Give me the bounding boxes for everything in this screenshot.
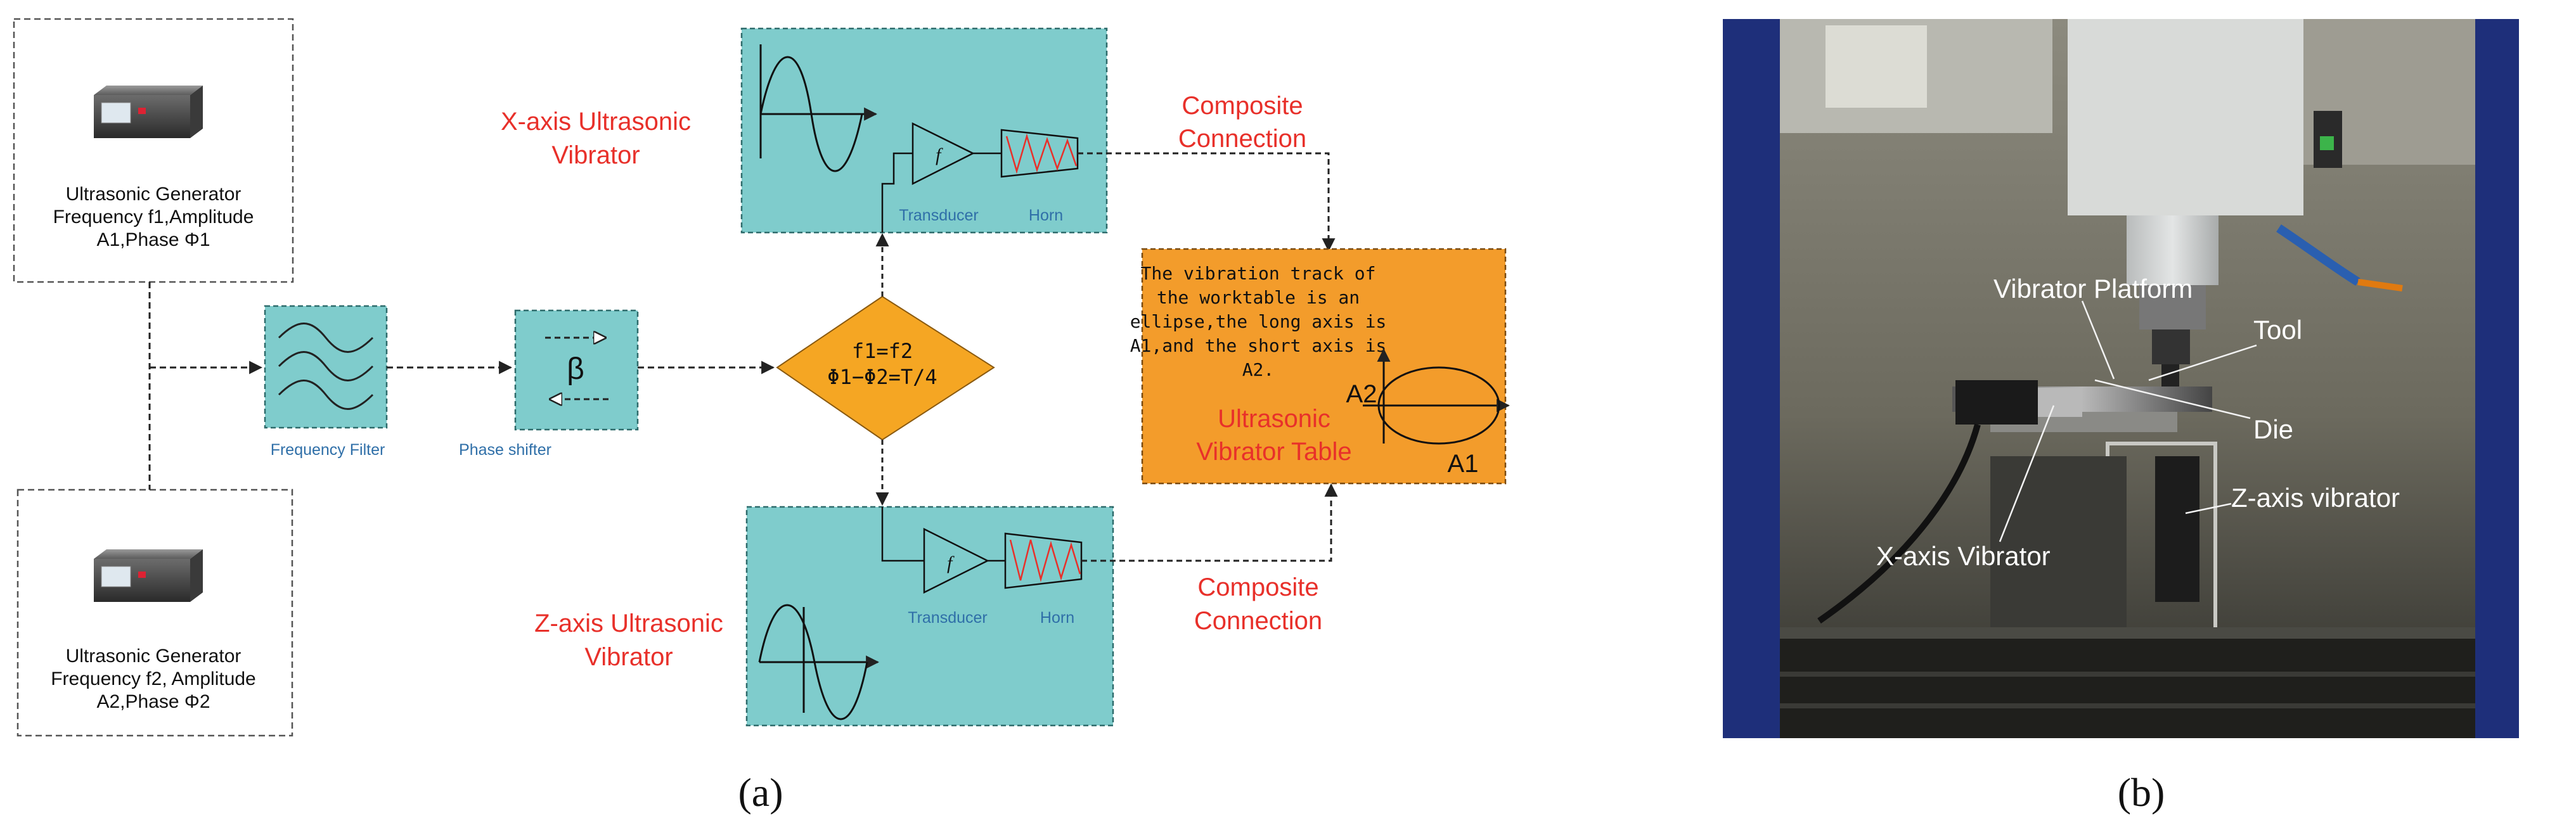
phase-condition-diamond: f1=f2 Φ1−Φ2=T/4 bbox=[776, 295, 995, 441]
label-tool: Tool bbox=[2253, 315, 2302, 345]
z-axis-vibrator: f Transducer Horn Z-axis Ultrasonic Vibr… bbox=[534, 506, 1114, 727]
condition-line-2: Φ1−Φ2=T/4 bbox=[827, 365, 937, 389]
composite-top-line-1: Composite bbox=[1182, 92, 1303, 120]
table-desc-line-3: ellipse,the long axis is bbox=[1130, 311, 1387, 332]
table-title-line-1: Ultrasonic bbox=[1218, 405, 1330, 433]
sine-wave-icon bbox=[758, 604, 880, 720]
frequency-filter-label: Frequency Filter bbox=[271, 441, 385, 459]
composite-bottom-line-2: Connection bbox=[1194, 607, 1322, 635]
horn-icon bbox=[1000, 129, 1079, 178]
x-vibrator-title-line-1: X-axis Ultrasonic bbox=[501, 108, 691, 136]
condition-line-1: f1=f2 bbox=[852, 339, 913, 363]
generator-2-device-icon bbox=[94, 549, 203, 602]
label-die: Die bbox=[2253, 414, 2293, 444]
generator-2: Ultrasonic Generator Frequency f2, Ampli… bbox=[16, 489, 293, 737]
phase-shifter-label: Phase shifter bbox=[459, 441, 551, 459]
panel-b: Vibrator Platform Tool Die Z-axis vibrat… bbox=[1723, 19, 2519, 815]
table-desc-line-5: A2. bbox=[1242, 359, 1275, 380]
generator-2-line-2: Frequency f2, Amplitude bbox=[51, 668, 256, 689]
panel-a: Ultrasonic Generator Frequency f1,Amplit… bbox=[13, 18, 1510, 815]
photo-leader-lines bbox=[1999, 300, 2257, 542]
z-vibrator-title-line-1: Z-axis Ultrasonic bbox=[534, 610, 723, 637]
generator-1-device-icon bbox=[94, 86, 203, 138]
z-vibrator-title-line-2: Vibrator bbox=[584, 643, 673, 671]
transducer-amplifier-icon: f bbox=[911, 122, 975, 186]
wave-icon bbox=[278, 323, 374, 410]
generator-1-line-2: Frequency f1,Amplitude bbox=[53, 207, 254, 227]
panel-a-caption: (a) bbox=[738, 770, 783, 815]
axis-a2-label: A2 bbox=[1346, 380, 1377, 408]
x-axis-vibrator: f Transducer Horn X-axis Ultrasonic Vibr… bbox=[501, 27, 1108, 234]
table-desc-line-1: The vibration track of bbox=[1141, 263, 1376, 284]
panel-b-caption: (b) bbox=[2118, 770, 2165, 815]
x-vibrator-title-line-2: Vibrator bbox=[551, 141, 640, 169]
horn-icon bbox=[1004, 532, 1083, 589]
generator-1-line-3: A1,Phase Φ1 bbox=[96, 229, 210, 250]
table-desc-line-4: A1,and the short axis is bbox=[1130, 335, 1387, 356]
label-z-axis-vibrator: Z-axis vibrator bbox=[2231, 483, 2400, 513]
z-transducer-label: Transducer bbox=[908, 609, 988, 627]
label-vibrator-platform: Vibrator Platform bbox=[1993, 274, 2193, 303]
ultrasonic-vibrator-table: The vibration track of the worktable is … bbox=[1130, 248, 1510, 485]
frequency-filter: Frequency Filter bbox=[264, 305, 388, 459]
phase-shifter: β Phase shifter bbox=[459, 309, 639, 459]
composite-top-line-2: Connection bbox=[1178, 125, 1306, 153]
composite-top-line bbox=[1078, 152, 1336, 252]
composite-bottom-line-1: Composite bbox=[1197, 573, 1318, 601]
x-transducer-label: Transducer bbox=[899, 207, 979, 224]
composite-bottom-line bbox=[1081, 483, 1338, 562]
machine-photo bbox=[1723, 19, 2519, 738]
generator-2-line-3: A2,Phase Φ2 bbox=[96, 691, 210, 712]
label-x-axis-vibrator: X-axis Vibrator bbox=[1876, 541, 2051, 571]
axis-a1-label: A1 bbox=[1448, 450, 1479, 478]
table-desc-line-2: the worktable is an bbox=[1157, 287, 1360, 308]
generator-1: Ultrasonic Generator Frequency f1,Amplit… bbox=[13, 18, 294, 283]
x-horn-label: Horn bbox=[1029, 207, 1063, 224]
sine-wave-icon bbox=[759, 44, 878, 172]
z-horn-label: Horn bbox=[1040, 609, 1074, 627]
generator-1-line-1: Ultrasonic Generator bbox=[66, 184, 242, 205]
ellipse-track-icon bbox=[1363, 348, 1510, 445]
phase-shifter-symbol: β bbox=[567, 352, 584, 386]
table-title-line-2: Vibrator Table bbox=[1196, 438, 1351, 466]
generator-2-line-1: Ultrasonic Generator bbox=[66, 646, 242, 667]
